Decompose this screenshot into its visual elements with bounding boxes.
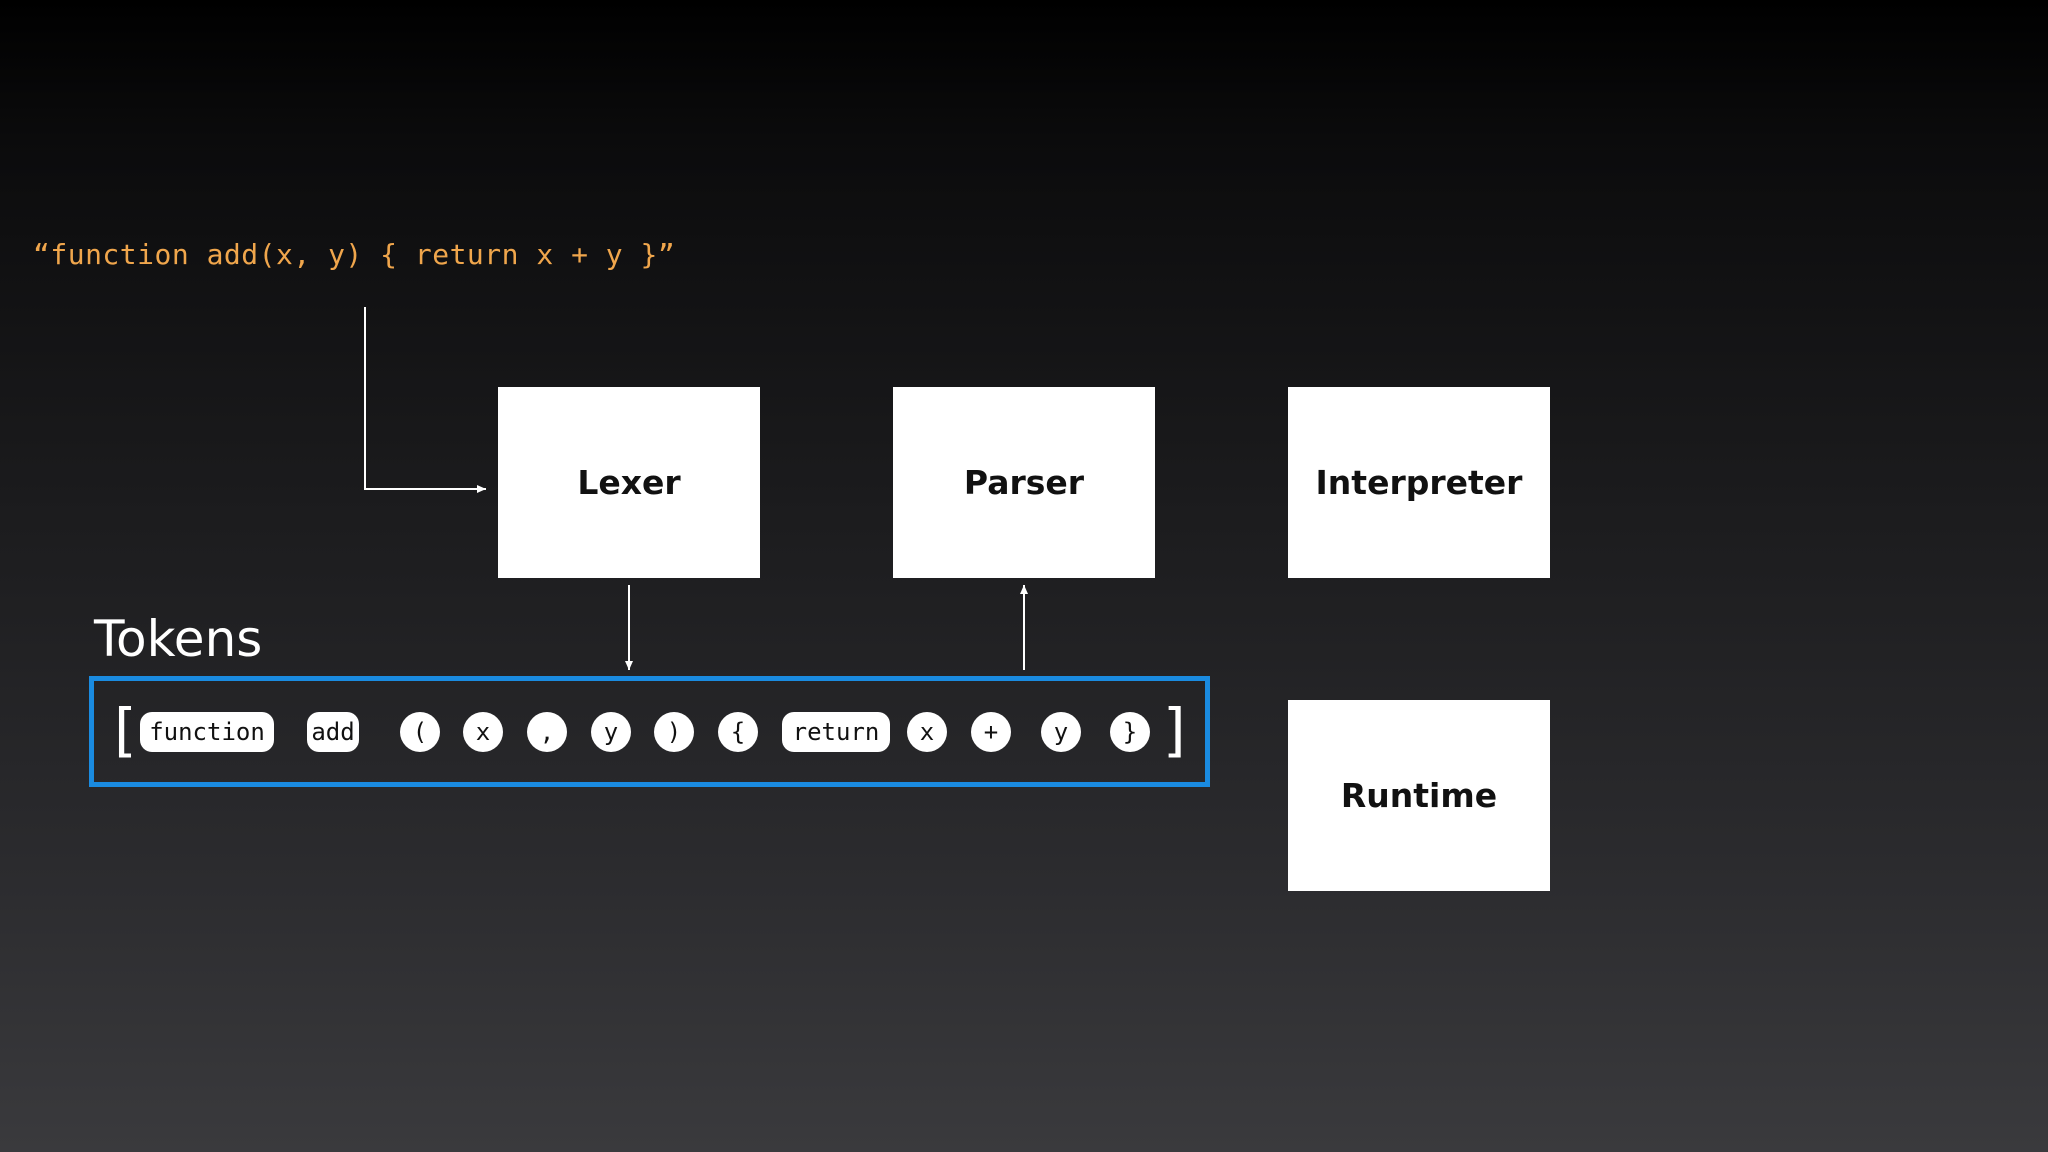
close-bracket: ]	[1163, 696, 1186, 764]
token-pill: function	[140, 712, 274, 752]
runtime-label: Runtime	[1340, 776, 1498, 815]
parser-label: Parser	[963, 463, 1085, 502]
token-pill: }	[1110, 712, 1150, 752]
token-pill: x	[907, 712, 947, 752]
token-pill: {	[718, 712, 758, 752]
token-pill: y	[591, 712, 631, 752]
runtime-box: Runtime	[1288, 700, 1550, 891]
token-pill: ,	[527, 712, 567, 752]
tokens-frame	[89, 676, 1210, 787]
tokens-title: Tokens	[94, 610, 263, 668]
token-pill: )	[654, 712, 694, 752]
source-code-string: “function add(x, y) { return x + y }”	[33, 238, 676, 271]
token-pill: return	[782, 712, 890, 752]
interpreter-box: Interpreter	[1288, 387, 1550, 578]
interpreter-label: Interpreter	[1315, 463, 1523, 502]
lexer-box: Lexer	[498, 387, 760, 578]
token-pill: (	[400, 712, 440, 752]
token-pill: x	[463, 712, 503, 752]
open-bracket: [	[114, 696, 137, 764]
arrow-source-to-lexer	[364, 307, 486, 493]
parser-box: Parser	[893, 387, 1155, 578]
token-pill: +	[971, 712, 1011, 752]
token-pill: add	[307, 712, 359, 752]
token-pill: y	[1041, 712, 1081, 752]
lexer-label: Lexer	[577, 463, 681, 502]
